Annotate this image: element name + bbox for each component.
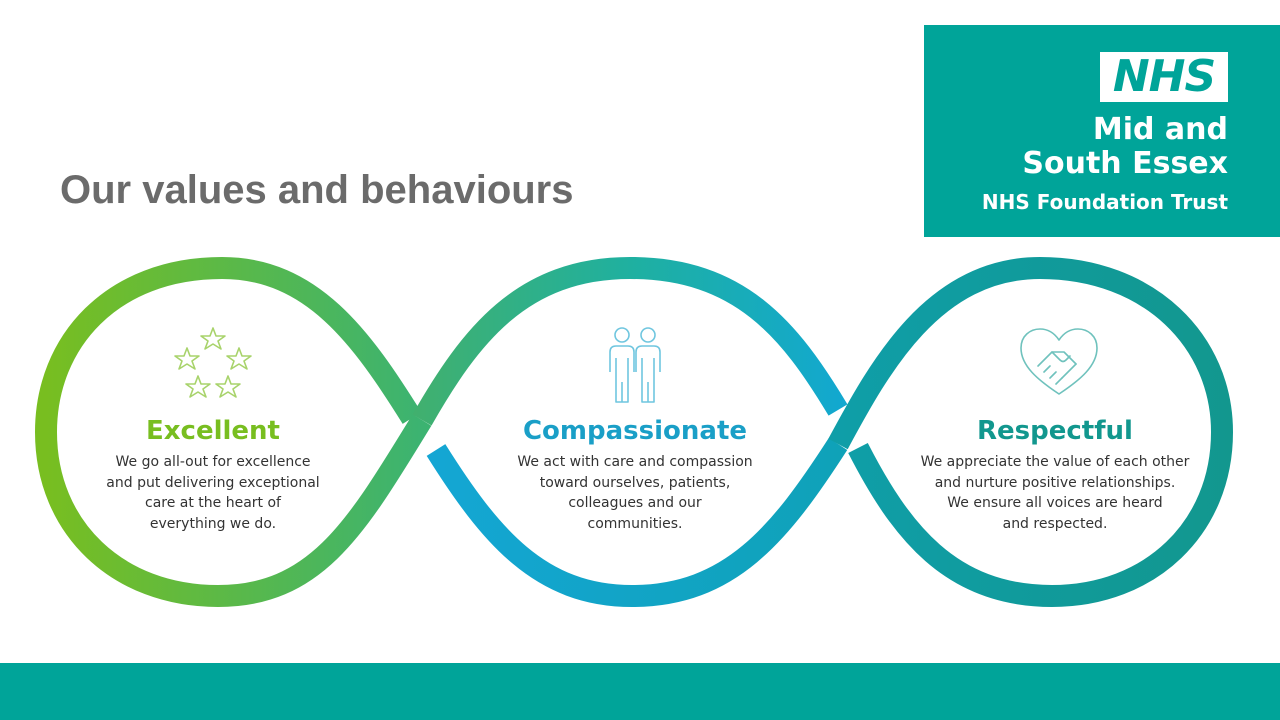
value-description: We act with care and compassion toward o… — [517, 454, 753, 532]
heart-handshake-icon — [1020, 328, 1098, 395]
value-respectful: Respectful We appreciate the value of ea… — [905, 416, 1205, 534]
footer-bar — [0, 663, 1280, 720]
value-description: We appreciate the value of each other an… — [920, 454, 1190, 532]
trust-name-line-1: Mid and — [1092, 112, 1228, 147]
nhs-logo-panel: NHS Mid and South Essex NHS Foundation T… — [924, 25, 1280, 237]
trust-name-line-3: NHS Foundation Trust — [981, 190, 1228, 214]
trust-name-line-2: South Essex — [1022, 146, 1228, 181]
value-compassionate: Compassionate We act with care and compa… — [485, 416, 785, 534]
value-excellent: Excellent We go all-out for excellence a… — [63, 416, 363, 534]
stars-icon — [174, 327, 252, 398]
nhs-logo-mark: NHS — [1100, 52, 1228, 102]
value-heading: Respectful — [977, 416, 1133, 446]
page-title: Our values and behaviours — [60, 168, 574, 212]
value-heading: Excellent — [146, 416, 280, 446]
value-heading: Compassionate — [522, 416, 748, 446]
people-icon — [609, 327, 661, 403]
value-description: We go all-out for excellence and put del… — [106, 454, 320, 532]
